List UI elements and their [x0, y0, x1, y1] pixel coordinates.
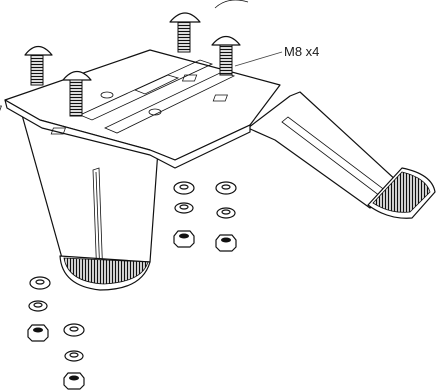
square-hole	[0, 105, 2, 113]
lock-washer	[28, 300, 48, 312]
flat-washer	[63, 323, 85, 337]
carriage-bolt	[169, 12, 201, 53]
hardware-group-left	[27, 276, 85, 390]
hex-nut	[215, 234, 237, 252]
flat-washer	[29, 276, 51, 290]
square-hole	[50, 127, 66, 135]
right-arm-plate	[247, 91, 399, 209]
hardware-group-right	[173, 181, 237, 252]
lock-washer	[174, 202, 194, 214]
hex-nut	[27, 324, 49, 342]
bolt-quantity-callout: M8 x4	[284, 44, 319, 59]
square-hole	[181, 74, 198, 82]
hex-nut	[63, 372, 85, 390]
short-slot	[133, 74, 180, 95]
flat-washer	[173, 181, 195, 195]
long-slot-2	[104, 71, 236, 134]
flat-washer	[215, 181, 237, 195]
lock-washer	[216, 207, 236, 219]
carriage-bolt	[211, 35, 241, 76]
callout-leader-line	[234, 51, 283, 67]
hex-nut	[173, 230, 195, 248]
carriage-bolt	[24, 45, 53, 86]
left-foot-pad	[59, 255, 151, 291]
lock-washer	[64, 350, 84, 362]
carriage-bolt	[62, 70, 92, 117]
right-foot-pad	[367, 167, 436, 219]
square-hole	[212, 94, 228, 102]
round-hole	[100, 91, 114, 99]
round-hole	[148, 108, 162, 116]
top-arc	[214, 0, 249, 9]
